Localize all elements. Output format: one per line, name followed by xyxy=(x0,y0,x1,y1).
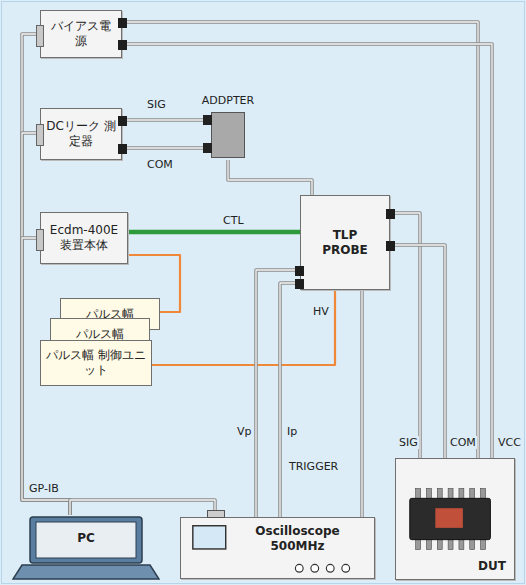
node-text: Ecdm-400E 装置本体 xyxy=(46,223,122,253)
port-label: SIG xyxy=(146,98,167,111)
signal-label: CTL xyxy=(222,214,245,227)
connector-port xyxy=(36,124,44,146)
laptop-icon xyxy=(12,515,160,581)
cable xyxy=(152,290,335,365)
connector-port xyxy=(36,25,44,47)
signal-label: Ip xyxy=(286,425,298,438)
gpib-connector xyxy=(207,510,225,518)
adapter-plug xyxy=(203,143,212,153)
terminal xyxy=(386,209,395,219)
pulse-control-box: パルス幅 制御ユニット xyxy=(40,340,152,386)
cable xyxy=(122,148,203,149)
connector-port xyxy=(36,229,44,251)
node-text: TLP PROBE xyxy=(320,228,370,258)
cable xyxy=(362,290,363,517)
node-text: DUT xyxy=(478,559,506,574)
cable xyxy=(128,232,300,233)
cable xyxy=(256,270,300,517)
cable xyxy=(122,22,478,458)
signal-label: VCC xyxy=(497,436,522,449)
cable xyxy=(122,44,492,458)
adapter-plug xyxy=(203,115,212,125)
node-text: パルス幅 制御ユニット xyxy=(46,348,146,378)
signal-label: COM xyxy=(449,436,477,449)
cable xyxy=(228,160,312,195)
cable xyxy=(280,283,300,517)
terminal xyxy=(118,40,127,50)
node-text: DCリーク 測定器 xyxy=(46,119,116,149)
tlp-probe-box: TLP PROBE xyxy=(300,195,390,290)
terminal xyxy=(295,279,304,289)
main-unit-box: Ecdm-400E 装置本体 xyxy=(40,212,128,264)
terminal xyxy=(118,18,127,28)
terminal xyxy=(386,241,395,251)
adapter-body xyxy=(211,112,245,158)
terminal xyxy=(295,266,304,276)
node-text: バイアス電源 xyxy=(46,19,116,49)
pc-laptop: PC xyxy=(12,515,160,581)
terminal xyxy=(118,144,127,154)
cable xyxy=(390,245,445,458)
port-label: GP-IB xyxy=(28,482,60,495)
node-text: ADDPTER xyxy=(202,94,254,108)
signal-label: HV xyxy=(312,305,330,318)
cable xyxy=(70,500,215,517)
dut-box: DUT xyxy=(395,458,515,580)
node-text: Oscilloscope 500MHz xyxy=(248,524,348,554)
port-label: COM xyxy=(146,158,174,171)
leak-meter-box: DCリーク 測定器 xyxy=(40,108,122,160)
signal-label: Vp xyxy=(236,425,253,438)
signal-label: TRIGGER xyxy=(288,460,339,473)
cable xyxy=(22,34,70,515)
signal-label: SIG xyxy=(398,436,419,449)
power-supply-box: バイアス電源 xyxy=(40,10,122,58)
oscilloscope-box: Oscilloscope 500MHz xyxy=(180,517,375,579)
node-text: PC xyxy=(77,531,95,546)
terminal xyxy=(118,116,127,126)
adapter: ADDPTER xyxy=(203,92,253,160)
cable xyxy=(122,120,203,121)
